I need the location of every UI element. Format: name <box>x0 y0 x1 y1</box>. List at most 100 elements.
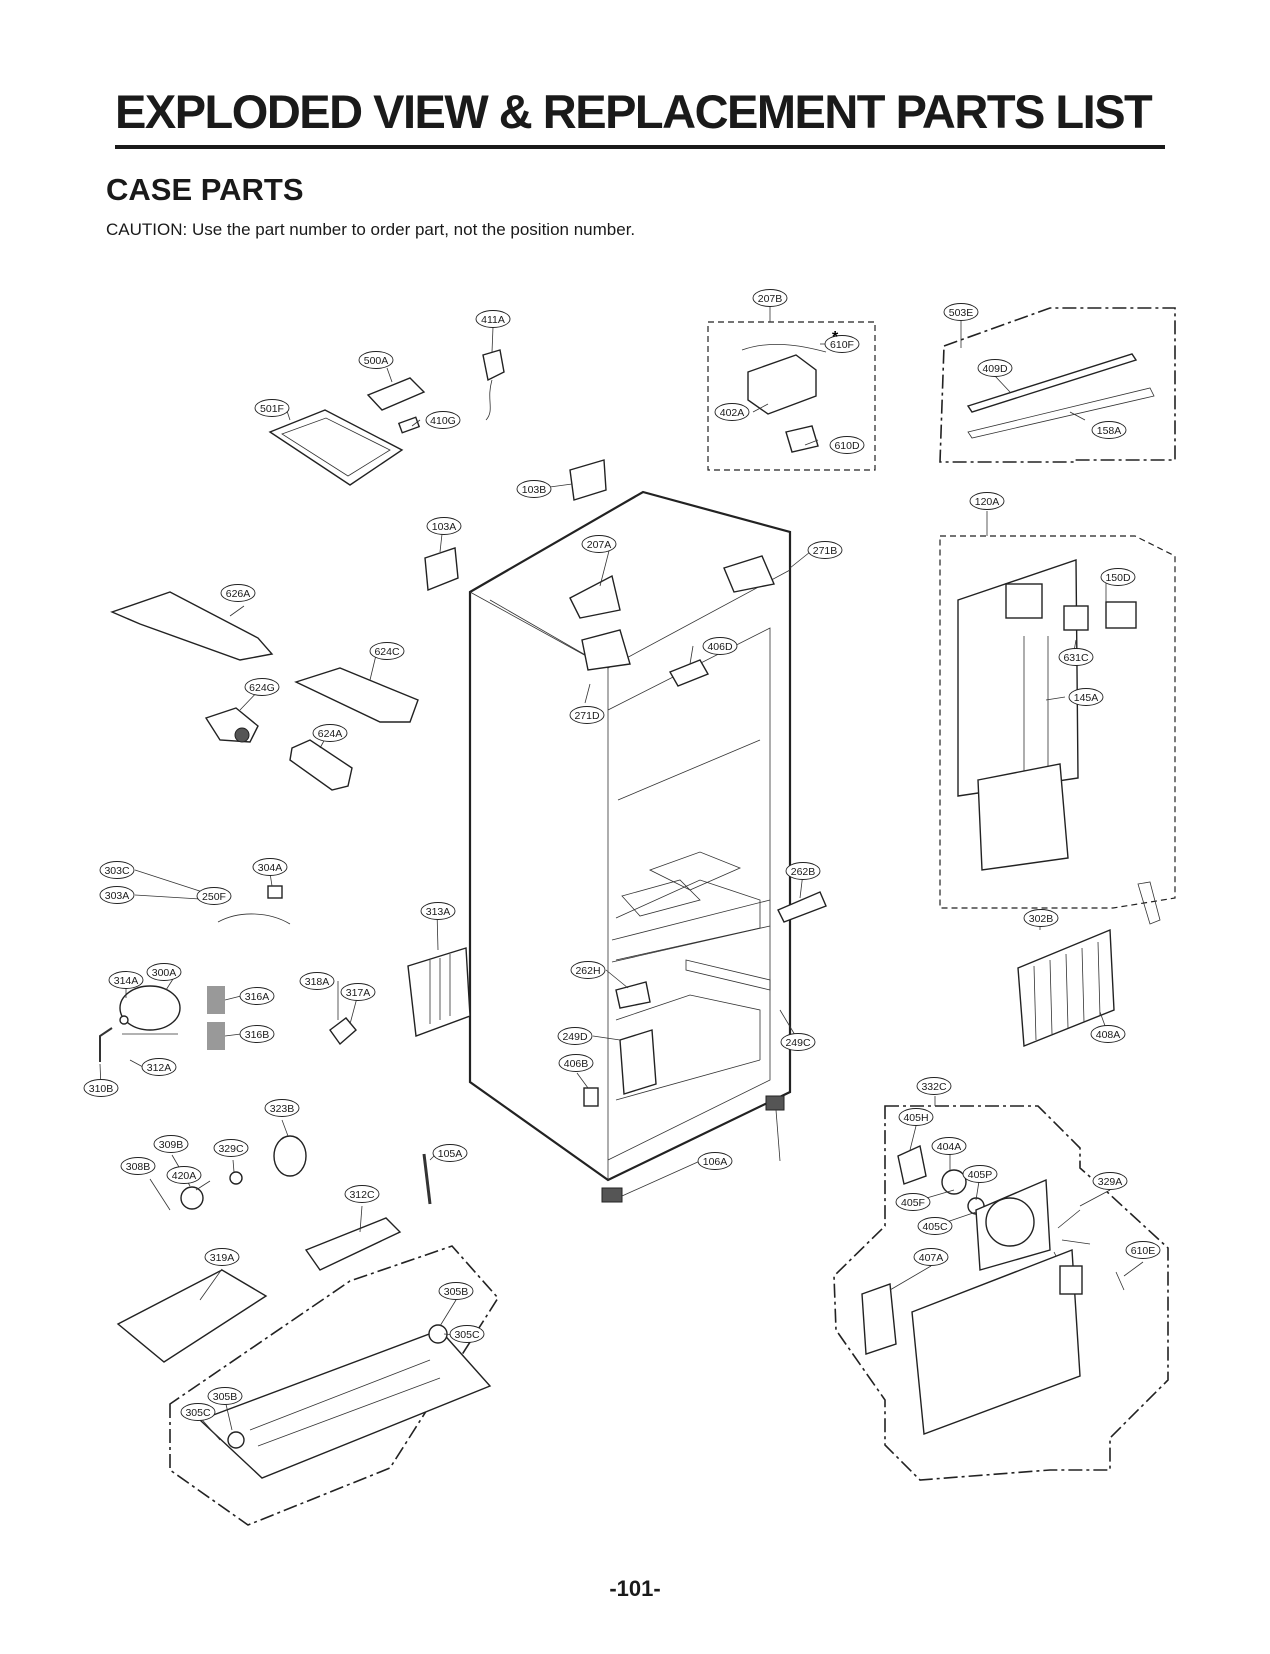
callout-oval <box>153 1135 189 1153</box>
callout-oval <box>141 1058 177 1076</box>
part-callout: 420A <box>166 1166 202 1184</box>
callout-label: 303A <box>105 890 130 902</box>
callout-label: 105A <box>438 1148 463 1160</box>
part-callout: 316B <box>239 1025 275 1043</box>
callout-oval <box>931 1137 967 1155</box>
callout-label: 262B <box>791 866 816 878</box>
callout-label: 271D <box>574 710 600 722</box>
callout-oval <box>204 1248 240 1266</box>
part-callout: 406B <box>558 1054 594 1072</box>
callout-oval <box>569 706 605 724</box>
callout-oval <box>916 1077 952 1095</box>
callout-label: 407A <box>919 1252 944 1264</box>
part-callout: 405F <box>895 1193 931 1211</box>
callout-oval <box>558 1054 594 1072</box>
callout-oval <box>1058 648 1094 666</box>
part-callout: 411A <box>475 310 511 328</box>
part-callout: 626A <box>220 584 256 602</box>
callout-oval <box>898 1108 934 1126</box>
callout-label: 312C <box>349 1189 375 1201</box>
callout-label: 408A <box>1096 1029 1121 1041</box>
callout-oval <box>196 887 232 905</box>
callout-oval <box>432 1144 468 1162</box>
callout-oval <box>99 886 135 904</box>
callout-oval <box>420 902 456 920</box>
part-callout: 407A <box>913 1248 949 1266</box>
callout-oval <box>917 1217 953 1235</box>
callout-oval <box>239 987 275 1005</box>
part-callout: 305C <box>449 1325 485 1343</box>
callout-oval <box>146 963 182 981</box>
callout-label: 406B <box>564 1058 589 1070</box>
callout-oval <box>340 983 376 1001</box>
callout-label: 404A <box>937 1141 962 1153</box>
callout-oval <box>358 351 394 369</box>
callout-oval <box>344 1185 380 1203</box>
callout-label: 626A <box>226 588 251 600</box>
callout-label: 316B <box>245 1029 270 1041</box>
callout-label: 300A <box>152 967 177 979</box>
callout-oval <box>369 642 405 660</box>
part-callout: 409D <box>977 359 1013 377</box>
part-callout: 503E <box>943 303 979 321</box>
callout-label: 314A <box>114 975 139 987</box>
callout-label: 409D <box>982 363 1008 375</box>
callout-label: 305C <box>185 1407 211 1419</box>
part-callout: 500A <box>358 351 394 369</box>
asterisk-marker: * <box>832 329 839 346</box>
callout-oval <box>1068 688 1104 706</box>
callout-label: 305B <box>213 1391 238 1403</box>
callout-label: 317A <box>346 987 371 999</box>
callout-oval <box>449 1325 485 1343</box>
callout-bubbles: 207B503E411A610F500A409D501F410G402A610D… <box>83 289 1161 1421</box>
callout-oval <box>807 541 843 559</box>
part-callout: 624G <box>244 678 280 696</box>
callout-label: 405C <box>922 1221 948 1233</box>
callout-label: 402A <box>720 407 745 419</box>
part-callout: 309B <box>153 1135 189 1153</box>
callout-label: 624C <box>374 646 400 658</box>
part-callout: 305B <box>438 1282 474 1300</box>
callout-oval <box>1100 568 1136 586</box>
callout-label: 303C <box>104 865 130 877</box>
callout-oval <box>829 436 865 454</box>
callout-oval <box>824 335 860 353</box>
callout-label: 310B <box>89 1083 114 1095</box>
part-callout: 262H <box>570 961 606 979</box>
callout-label: 120A <box>975 496 1000 508</box>
part-callout: 610D <box>829 436 865 454</box>
callout-label: 302B <box>1029 913 1054 925</box>
callout-label: 271B <box>813 545 838 557</box>
callout-label: 309B <box>159 1139 184 1151</box>
callout-oval <box>99 861 135 879</box>
callout-oval <box>254 399 290 417</box>
callout-label: 319A <box>210 1252 235 1264</box>
part-callout: 404A <box>931 1137 967 1155</box>
part-callout: 207A <box>581 535 617 553</box>
callout-label: 207A <box>587 539 612 551</box>
callout-label: 332C <box>921 1081 947 1093</box>
callout-oval <box>581 535 617 553</box>
part-callout: 405H <box>898 1108 934 1126</box>
callout-oval <box>312 724 348 742</box>
part-callout: 302B <box>1023 909 1059 927</box>
part-sketches <box>99 343 1161 1479</box>
callout-oval <box>438 1282 474 1300</box>
callout-label: 405F <box>901 1197 925 1209</box>
callout-label: 405P <box>968 1169 993 1181</box>
callout-label: 316A <box>245 991 270 1003</box>
callout-oval <box>1091 421 1127 439</box>
part-callout: 402A <box>714 403 750 421</box>
page-number: -101- <box>609 1576 661 1601</box>
part-callout: 313A <box>420 902 456 920</box>
callout-oval <box>977 359 1013 377</box>
callout-oval <box>913 1248 949 1266</box>
callout-label: 624G <box>249 682 275 694</box>
part-callout: 312A <box>141 1058 177 1076</box>
part-callout: 329A <box>1092 1172 1128 1190</box>
callout-oval <box>264 1099 300 1117</box>
part-callout: 150D <box>1100 568 1136 586</box>
callout-label: 103B <box>522 484 547 496</box>
section-heading: CASE PARTS <box>106 172 304 207</box>
